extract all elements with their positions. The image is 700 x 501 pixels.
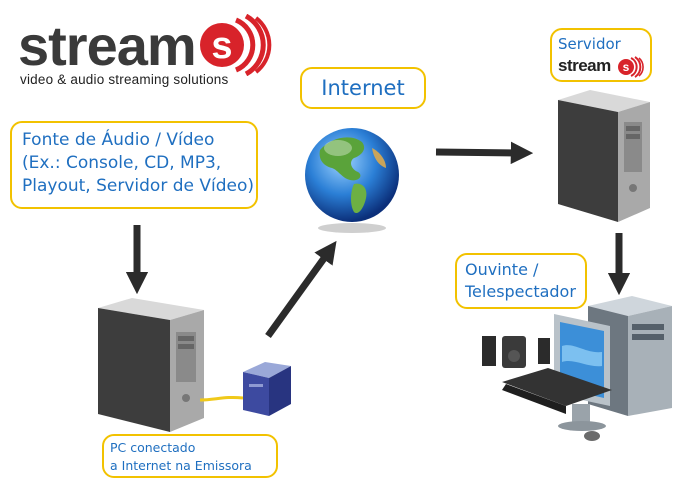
listener-bubble: Ouvinte / Telespectador: [455, 253, 587, 309]
source-line-3: Playout, Servidor de Vídeo): [22, 176, 254, 196]
source-line-2: (Ex.: Console, CD, MP3,: [22, 153, 222, 173]
server-mini-logo: stream: [558, 56, 611, 75]
logo-s-letter: s: [211, 25, 232, 67]
desktop-computer-icon: [482, 296, 672, 441]
pc-line-2: a Internet na Emissora: [110, 458, 252, 473]
pc-line-1: PC conectado: [110, 440, 196, 455]
logo-wordmark: stream: [18, 14, 197, 77]
listener-line-2: Telespectador: [465, 282, 576, 301]
logo-s-swoosh-icon: s: [200, 14, 272, 76]
modem-icon: [199, 362, 291, 416]
server-mini-logo-swoosh-icon: s: [618, 56, 644, 78]
internet-bubble: Internet: [300, 67, 426, 109]
pc-tower-icon: [98, 298, 204, 432]
source-line-1: Fonte de Áudio / Vídeo: [22, 130, 215, 150]
server-mini-logo-letter: s: [623, 60, 630, 74]
server-bubble: Servidor stream s: [550, 28, 652, 82]
server-tower-icon: [558, 90, 650, 222]
listener-line-1: Ouvinte /: [465, 260, 539, 279]
server-label: Servidor: [558, 35, 621, 53]
pc-bubble: PC conectado a Internet na Emissora: [102, 434, 278, 478]
source-bubble: Fonte de Áudio / Vídeo (Ex.: Console, CD…: [10, 121, 258, 209]
logo-tagline: video & audio streaming solutions: [20, 72, 229, 87]
internet-label: Internet: [321, 76, 405, 100]
arrow-internet-to-server: [435, 141, 534, 165]
arrow-pc-to-internet: [265, 240, 337, 339]
globe-icon: [305, 128, 399, 233]
